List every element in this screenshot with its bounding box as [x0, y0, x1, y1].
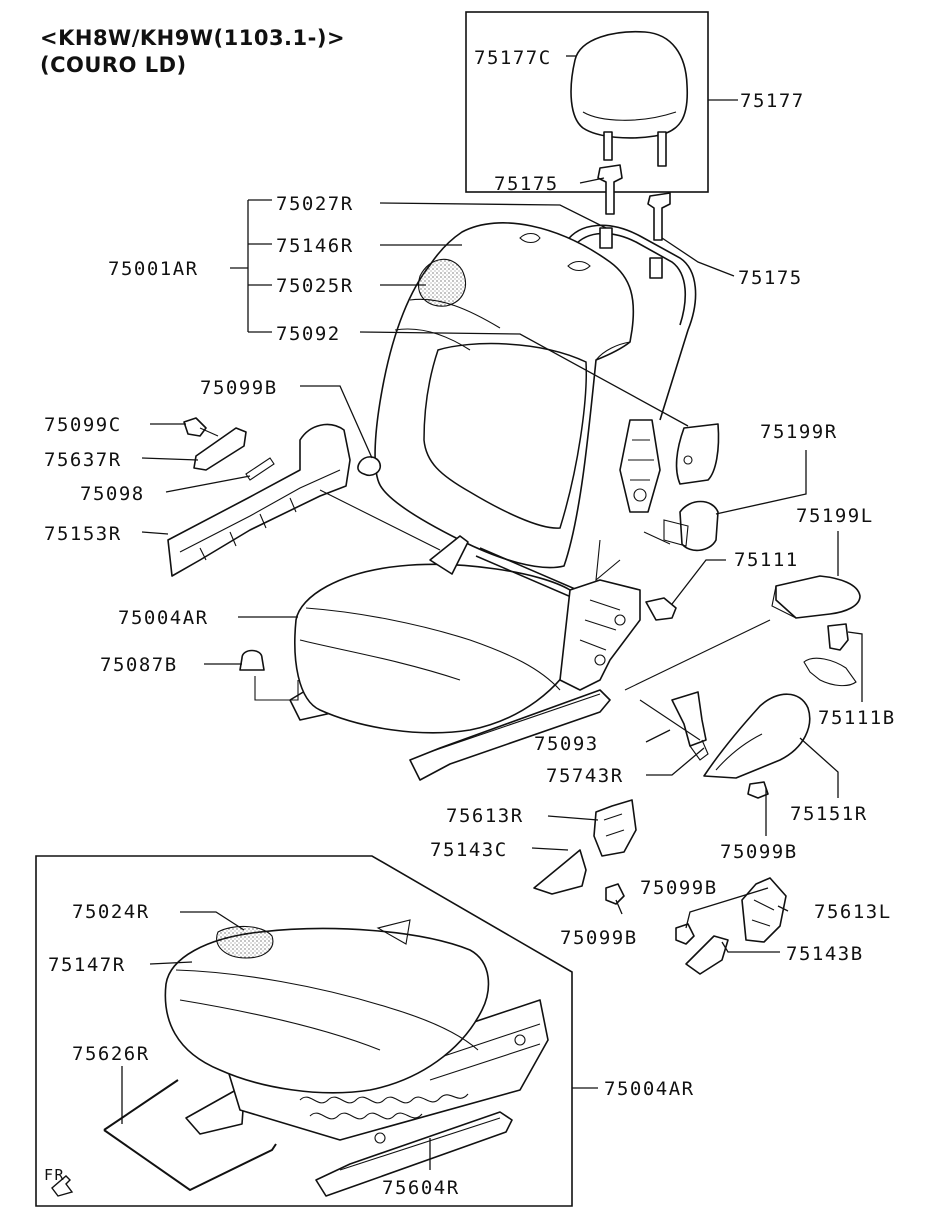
label-75199R: 75199R	[760, 421, 838, 443]
knob-75199R	[679, 500, 719, 552]
seat-rail-right	[409, 689, 611, 781]
label-75111: 75111	[734, 549, 799, 571]
cushion-detail-inset	[35, 855, 573, 1207]
label-75626R: 75626R	[72, 1043, 150, 1065]
headrest-stay-right	[657, 131, 667, 167]
label-75092: 75092	[276, 323, 341, 345]
label-75099B-b: 75099B	[560, 927, 638, 949]
label-75146R: 75146R	[276, 235, 354, 257]
side-shield-left	[167, 423, 351, 577]
label-75087B: 75087B	[100, 654, 178, 676]
label-75613R: 75613R	[446, 805, 524, 827]
screw-75099B-e	[747, 781, 769, 799]
label-75743R: 75743R	[546, 765, 624, 787]
bracket-75613L	[741, 877, 787, 943]
label-75604R: 75604R	[382, 1177, 460, 1199]
screw-75099B-b	[605, 883, 625, 905]
bolt-75111B	[827, 623, 849, 651]
label-75143B: 75143B	[786, 943, 864, 965]
left-trim-group	[167, 417, 382, 577]
trim-lever	[193, 427, 247, 471]
inset-pad-patch	[216, 925, 274, 959]
headrest-inset-frame	[465, 11, 709, 193]
label-75147R: 75147R	[48, 954, 126, 976]
label-75151R: 75151R	[790, 803, 868, 825]
seatback-cover	[374, 222, 635, 569]
label-75143C: 75143C	[430, 839, 508, 861]
label-75175-a: 75175	[494, 173, 559, 195]
knob-75199L	[775, 575, 861, 619]
belt-buckle	[671, 691, 707, 747]
headrest-guide-right	[647, 192, 671, 241]
bracket-75613R	[593, 799, 637, 857]
inset-frame	[35, 855, 573, 1207]
clip-75143B	[685, 935, 729, 975]
label-75004AR-b: 75004AR	[604, 1078, 695, 1100]
headrest-guide-left	[597, 164, 623, 215]
bolt-75111	[645, 597, 677, 621]
alignment-lines	[254, 489, 771, 741]
label-75199L: 75199L	[796, 505, 874, 527]
inset-rail-right	[315, 1111, 513, 1197]
label-75099B-c: 75099B	[640, 877, 718, 899]
seat-cushion-group	[239, 535, 709, 781]
label-75001AR: 75001AR	[108, 258, 199, 280]
seat-back-group	[374, 222, 720, 569]
label-75004AR-a: 75004AR	[118, 607, 209, 629]
label-75177: 75177	[740, 90, 805, 112]
nut-75087B	[239, 649, 265, 671]
seatback-pad-patch	[418, 258, 466, 307]
label-75027R: 75027R	[276, 193, 354, 215]
direction-marker: FR	[44, 1166, 65, 1184]
leader-lines	[121, 55, 863, 1170]
headrest-group	[465, 11, 709, 241]
recliner-bracket	[619, 419, 661, 513]
headrest-stay-left	[603, 131, 613, 161]
label-75637R: 75637R	[44, 449, 122, 471]
clip-75099B	[357, 456, 382, 477]
label-75099B-a: 75099B	[200, 377, 278, 399]
trim-title: (COURO LD)	[40, 53, 187, 77]
seat-wire	[103, 1079, 277, 1192]
label-75093: 75093	[534, 733, 599, 755]
headrest	[570, 30, 689, 139]
clip-75143C	[533, 849, 587, 895]
label-75613L: 75613L	[814, 901, 892, 923]
label-75175-b: 75175	[738, 267, 803, 289]
right-parts-group	[533, 500, 861, 975]
part-labels: 75177C 75177 75175 75175 75027R 75146R 7…	[44, 47, 896, 1199]
label-75153R: 75153R	[44, 523, 122, 545]
label-75099B-e: 75099B	[720, 841, 798, 863]
model-title: <KH8W/KH9W(1103.1-)>	[40, 26, 346, 50]
screw-75099C	[183, 417, 207, 437]
label-75111B: 75111B	[818, 707, 896, 729]
fr-arrow-icon	[51, 1175, 74, 1197]
back-side-cover	[675, 423, 720, 485]
label-75177C: 75177C	[474, 47, 552, 69]
label-75024R: 75024R	[72, 901, 150, 923]
seatback-insert	[423, 342, 587, 529]
label-75098: 75098	[80, 483, 145, 505]
label-75025R: 75025R	[276, 275, 354, 297]
label-75099C: 75099C	[44, 414, 122, 436]
seat-side-frame	[559, 579, 641, 691]
screw-75099B-c	[675, 923, 695, 945]
